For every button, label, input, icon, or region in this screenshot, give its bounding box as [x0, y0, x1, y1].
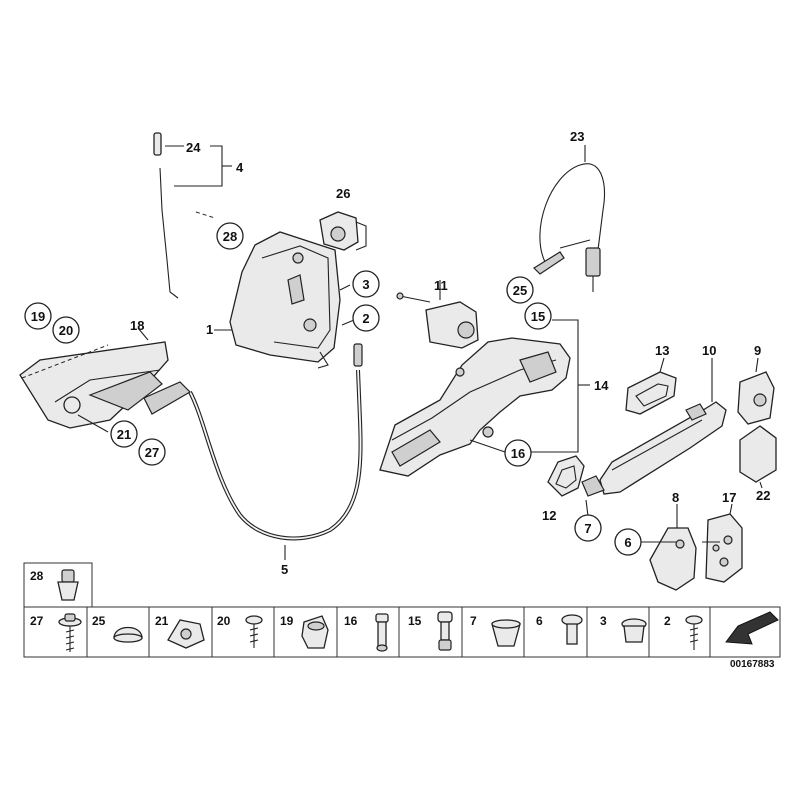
label-18: 18 [130, 318, 144, 333]
label-13: 13 [655, 343, 669, 358]
outer-handle-cable [533, 145, 605, 292]
inner-door-handle [19, 341, 191, 429]
label-2: 2 [362, 311, 369, 326]
label-28-circle: 28 [216, 222, 244, 250]
label-21: 21 [117, 427, 131, 442]
label-4: 4 [236, 160, 244, 175]
legend-row: 27 25 21 20 19 16 15 7 6 3 2 [23, 606, 711, 658]
label-27: 27 [145, 445, 159, 460]
label-6: 6 [624, 535, 631, 550]
mounting-plate [705, 513, 743, 583]
label-16-circle: 16 [504, 439, 532, 467]
legend-plug [113, 626, 143, 643]
label-11: 11 [434, 278, 448, 293]
handle-cover-cap [737, 371, 775, 425]
label-3: 3 [362, 277, 369, 292]
label-5: 5 [281, 562, 288, 577]
label-20-circle: 20 [52, 316, 80, 344]
legend-arrow-cell [709, 606, 781, 658]
legend-grommet [491, 619, 521, 647]
label-25-circle: 25 [506, 276, 534, 304]
label-2-circle: 2 [352, 304, 380, 332]
label-27-circle: 27 [138, 438, 166, 466]
label-16: 16 [511, 446, 525, 461]
legend-cell-15: 15 [408, 614, 422, 628]
outer-door-handle [581, 401, 727, 497]
label-7-circle: 7 [574, 514, 602, 542]
lock-cylinder-cap [739, 425, 777, 483]
reference-number: 00167883 [730, 659, 775, 670]
label-28: 28 [223, 229, 237, 244]
bowden-cable [188, 343, 363, 541]
label-14: 14 [594, 378, 609, 393]
label-12: 12 [542, 508, 556, 523]
legend-cell-3: 3 [600, 614, 607, 628]
handle-bracket [649, 527, 697, 591]
legend-cell-7: 7 [470, 614, 477, 628]
label-3-circle: 3 [352, 270, 380, 298]
label-19: 19 [31, 309, 45, 324]
legend-cell-20: 20 [217, 614, 231, 628]
legend-cell-25: 25 [92, 614, 106, 628]
legend-cell-2: 2 [664, 614, 671, 628]
legend-cell-6: 6 [536, 614, 543, 628]
label-15-circle: 15 [524, 302, 552, 330]
label-15: 15 [531, 309, 545, 324]
legend-screw-washer [58, 613, 82, 652]
legend-cap [301, 615, 329, 649]
lock-rod [153, 132, 232, 299]
label-22: 22 [756, 488, 770, 503]
label-9: 9 [754, 343, 761, 358]
label-1: 1 [206, 322, 213, 337]
legend-cell-21: 21 [155, 614, 169, 628]
label-21-circle: 21 [110, 420, 138, 448]
legend-top-label: 28 [30, 569, 44, 583]
legend-screw-6 [561, 614, 583, 645]
label-26: 26 [336, 186, 350, 201]
legend-bushing [621, 618, 647, 643]
label-6-circle: 6 [614, 528, 642, 556]
label-10: 10 [702, 343, 716, 358]
label-8: 8 [672, 490, 679, 505]
legend-cell-top: 28 [23, 562, 93, 608]
legend-clip-nut [167, 619, 205, 649]
label-20: 20 [59, 323, 73, 338]
legend-bolt-16 [375, 613, 389, 652]
handle-carrier [379, 337, 571, 477]
label-24: 24 [186, 140, 201, 155]
legend-screw [245, 615, 263, 648]
legend-screw-2 [685, 615, 703, 650]
legend-bolt-15 [437, 611, 453, 651]
label-17: 17 [722, 490, 736, 505]
label-23: 23 [570, 129, 584, 144]
legend-cell-16: 16 [344, 614, 358, 628]
label-25: 25 [513, 283, 527, 298]
legend-cell-27: 27 [30, 614, 44, 628]
lock-cylinder [396, 280, 479, 349]
label-7: 7 [584, 521, 591, 536]
lock-connector [319, 211, 367, 251]
handle-gasket-front [625, 371, 677, 415]
handle-gasket-rear [547, 455, 585, 497]
legend-cell-19: 19 [280, 614, 294, 628]
door-lock-housing [229, 231, 341, 369]
label-19-circle: 19 [24, 302, 52, 330]
